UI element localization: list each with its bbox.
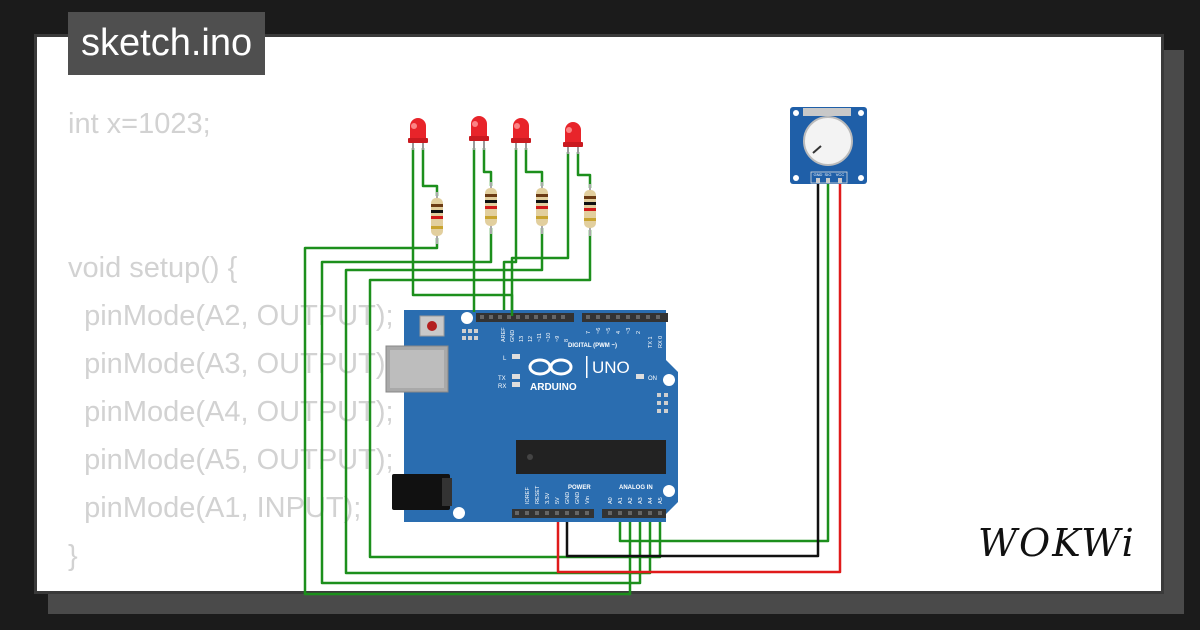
arduino-brand-text: ARDUINO	[530, 382, 577, 393]
wire-led1-cathode	[421, 148, 439, 196]
wire-ends	[472, 296, 514, 316]
bottom-header-power	[512, 509, 594, 518]
pin-label-a2: A2	[628, 497, 634, 504]
wire-led1-anode	[411, 148, 514, 316]
pin-label-11: ~11	[537, 333, 543, 342]
pin-label-vin: Vin	[585, 496, 591, 504]
pin-label-a5: A5	[658, 497, 664, 504]
potentiometer[interactable]: GND SIG VCC	[790, 107, 867, 184]
pin-label-gnd2: GND	[575, 492, 581, 504]
rx-label: RX	[498, 384, 506, 390]
pin-label-rx0: RX 0	[658, 336, 664, 348]
pin-label-ioref: IOREF	[525, 487, 531, 504]
pin-label-a0: A0	[608, 497, 614, 504]
pin-label-a4: A4	[648, 497, 654, 504]
pin-label-12: 12	[528, 336, 534, 342]
pin-label-10: ~10	[546, 333, 552, 342]
pin-label-3v3: 3.3V	[545, 492, 551, 504]
pin-label-5: ~5	[606, 328, 612, 334]
led-l-label: L	[503, 356, 507, 362]
led-1[interactable]	[408, 118, 428, 150]
wire-led4-cathode	[576, 152, 592, 188]
top-pin-labels: AREF GND 13 12 ~11 ~10 ~9 8 7 ~6 ~5 4 ~3…	[501, 327, 664, 348]
wire-r3-to-a3	[344, 228, 652, 575]
resistor-1[interactable]	[431, 192, 443, 244]
pin-label-3: ~3	[626, 328, 632, 334]
pot-pin-sig: SIG	[825, 172, 832, 177]
pin-label-a3: A3	[638, 497, 644, 504]
resistor-3[interactable]	[536, 182, 548, 234]
on-label: ON	[648, 376, 657, 382]
arduino-logo	[528, 358, 573, 376]
wire-led4-anode	[510, 152, 570, 296]
wire-led2-cathode	[482, 148, 493, 186]
code-line: }	[68, 540, 78, 572]
tx-label: TX	[498, 376, 506, 382]
bottom-header-analog	[602, 509, 666, 518]
reset-button-cap[interactable]	[427, 321, 437, 331]
wire-pot-sig	[618, 180, 830, 543]
pin-label-7: 7	[586, 331, 592, 334]
wire-led3-cathode	[524, 148, 544, 186]
pin-label-aref: AREF	[501, 327, 507, 342]
atmega-chip	[516, 440, 666, 474]
wire-r4-to-a2	[368, 230, 662, 559]
digital-pwm-label: DIGITAL (PWM ~)	[568, 343, 617, 349]
pin-label-reset: RESET	[535, 485, 541, 504]
wire-r1-to-a5	[303, 238, 632, 596]
pin-label-gnd1: GND	[565, 492, 571, 504]
resistor-2[interactable]	[485, 182, 497, 234]
pot-pin-gnd: GND	[814, 172, 823, 177]
led-3[interactable]	[511, 118, 531, 150]
code-line: pinMode(A3, OUTPUT);	[68, 348, 394, 380]
sketch-filename-tab: sketch.ino	[68, 12, 266, 75]
led-2[interactable]	[469, 116, 489, 150]
analog-in-label: ANALOG IN	[619, 485, 653, 491]
resistor-4[interactable]	[584, 184, 596, 236]
code-line: void setup() {	[68, 252, 238, 284]
arduino-uno-board[interactable]: ARDUINO UNO DIGITAL (PWM ~) L TX RX ON P…	[385, 310, 678, 522]
bottom-pin-labels: IOREF RESET 3.3V 5V GND GND Vin A0 A1 A2…	[525, 485, 664, 504]
pot-pin-vcc: VCC	[836, 172, 845, 177]
pin-label-a1: A1	[618, 497, 624, 504]
pin-label-4: 4	[616, 331, 622, 334]
pin-label-9: ~9	[555, 336, 561, 342]
power-label: POWER	[568, 485, 591, 491]
wire-pot-gnd	[565, 180, 820, 558]
wire-pot-vcc	[556, 180, 842, 574]
pin-label-8: 8	[564, 339, 570, 342]
pin-label-2: 2	[636, 331, 642, 334]
code-preview: int x=1023; void setup() { pinMode(A2, O…	[68, 100, 394, 580]
potentiometer-knob[interactable]	[803, 116, 853, 166]
pin-label-gnd: GND	[510, 330, 516, 342]
top-header-right	[582, 313, 668, 322]
code-line: int x=1023;	[68, 108, 211, 140]
wire-led3-anode	[502, 148, 518, 316]
arduino-model-text: UNO	[592, 358, 630, 377]
wokwi-logo: WOKWi	[978, 521, 1136, 565]
power-jack	[392, 474, 450, 510]
code-line: pinMode(A1, INPUT);	[68, 492, 362, 524]
pin-label-5v: 5V	[555, 497, 561, 504]
pin-label-6: ~6	[596, 328, 602, 334]
pin-label-13: 13	[519, 336, 525, 342]
led-4[interactable]	[563, 122, 583, 154]
wires	[303, 148, 842, 596]
pin-label-tx1: TX 1	[648, 336, 654, 348]
